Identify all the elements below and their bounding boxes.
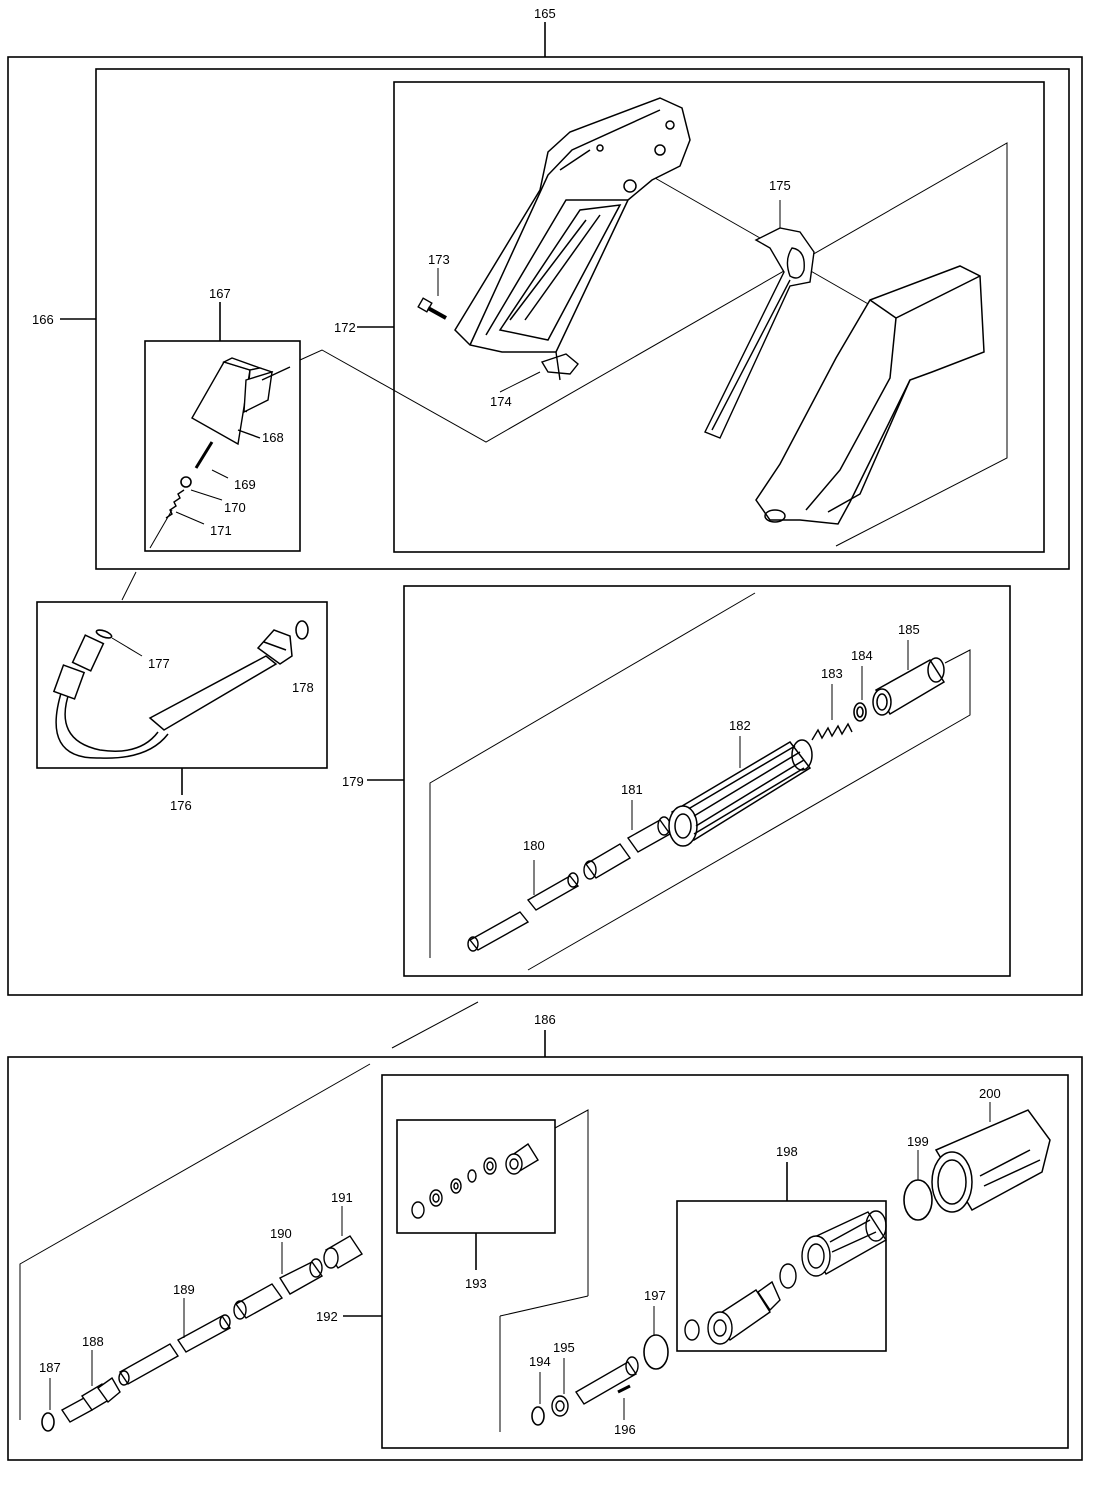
frame-172: [393, 81, 1045, 553]
part-168-cap: [191, 357, 291, 446]
label-173: 173: [428, 252, 450, 267]
part-183-spring: [811, 722, 853, 741]
part-181-tube: [583, 800, 672, 880]
frame-198: [676, 1200, 887, 1352]
part-177-oring: [95, 629, 113, 639]
label-176: 176: [170, 798, 192, 813]
part-175-trigger: [704, 200, 815, 439]
part-174-clip: [540, 351, 579, 381]
label-189: 189: [173, 1282, 195, 1297]
label-192: 192: [316, 1309, 338, 1324]
part-170-ball: [180, 476, 192, 488]
frame-167: [144, 340, 301, 552]
part-185-sleeve: [872, 640, 946, 716]
part-173-screw: [417, 297, 447, 320]
label-188: 188: [82, 1334, 104, 1349]
part-189-tube: [118, 1298, 232, 1386]
label-175: 175: [769, 178, 791, 193]
label-197: 197: [644, 1288, 666, 1303]
label-187: 187: [39, 1360, 61, 1375]
label-169: 169: [234, 477, 256, 492]
part-196-shaft: [575, 1356, 639, 1420]
label-183: 183: [821, 666, 843, 681]
label-181: 181: [621, 782, 643, 797]
label-186: 186: [534, 1012, 556, 1027]
label-191: 191: [331, 1190, 353, 1205]
frame-179: [403, 585, 1011, 977]
part-187-oring: [41, 1412, 55, 1432]
part-172-grip-cover: [755, 265, 985, 525]
part-198-nozzle: [684, 1210, 887, 1345]
part-197-oring: [643, 1334, 669, 1370]
label-180: 180: [523, 838, 545, 853]
part-169-pin: [194, 441, 214, 469]
label-182: 182: [729, 718, 751, 733]
label-166: 166: [32, 312, 54, 327]
label-184: 184: [851, 648, 873, 663]
part-200-cover: [931, 1102, 1051, 1213]
part-191-sleeve: [323, 1206, 363, 1269]
part-188-fitting: [60, 1350, 121, 1423]
label-174: 174: [490, 394, 512, 409]
label-168: 168: [262, 430, 284, 445]
frame-186: [7, 1056, 1083, 1461]
label-171: 171: [210, 523, 232, 538]
part-172-handle-housing: [454, 97, 691, 353]
label-200: 200: [979, 1086, 1001, 1101]
label-178: 178: [292, 680, 314, 695]
label-179: 179: [342, 774, 364, 789]
part-180-tube: [467, 860, 580, 952]
part-178-oring: [295, 620, 309, 640]
part-184-washer: [853, 702, 867, 722]
label-198: 198: [776, 1144, 798, 1159]
frame-192: [381, 1074, 1069, 1449]
part-190-tube: [233, 1242, 324, 1320]
label-185: 185: [898, 622, 920, 637]
part-182-sleeve: [668, 736, 813, 847]
label-196: 196: [614, 1422, 636, 1437]
label-195: 195: [553, 1340, 575, 1355]
part-171-spring: [165, 489, 185, 519]
label-170: 170: [224, 500, 246, 515]
part-194-oring: [531, 1406, 545, 1426]
label-199: 199: [907, 1134, 929, 1149]
part-195-nut: [551, 1358, 569, 1417]
label-194: 194: [529, 1354, 551, 1369]
label-165: 165: [534, 6, 556, 21]
part-199-oring: [903, 1179, 933, 1221]
part-176-hose: [52, 629, 293, 759]
label-190: 190: [270, 1226, 292, 1241]
label-167: 167: [209, 286, 231, 301]
label-177: 177: [148, 656, 170, 671]
part-193-seal-kit: [411, 1143, 539, 1219]
label-193: 193: [465, 1276, 487, 1291]
label-172: 172: [334, 320, 356, 335]
